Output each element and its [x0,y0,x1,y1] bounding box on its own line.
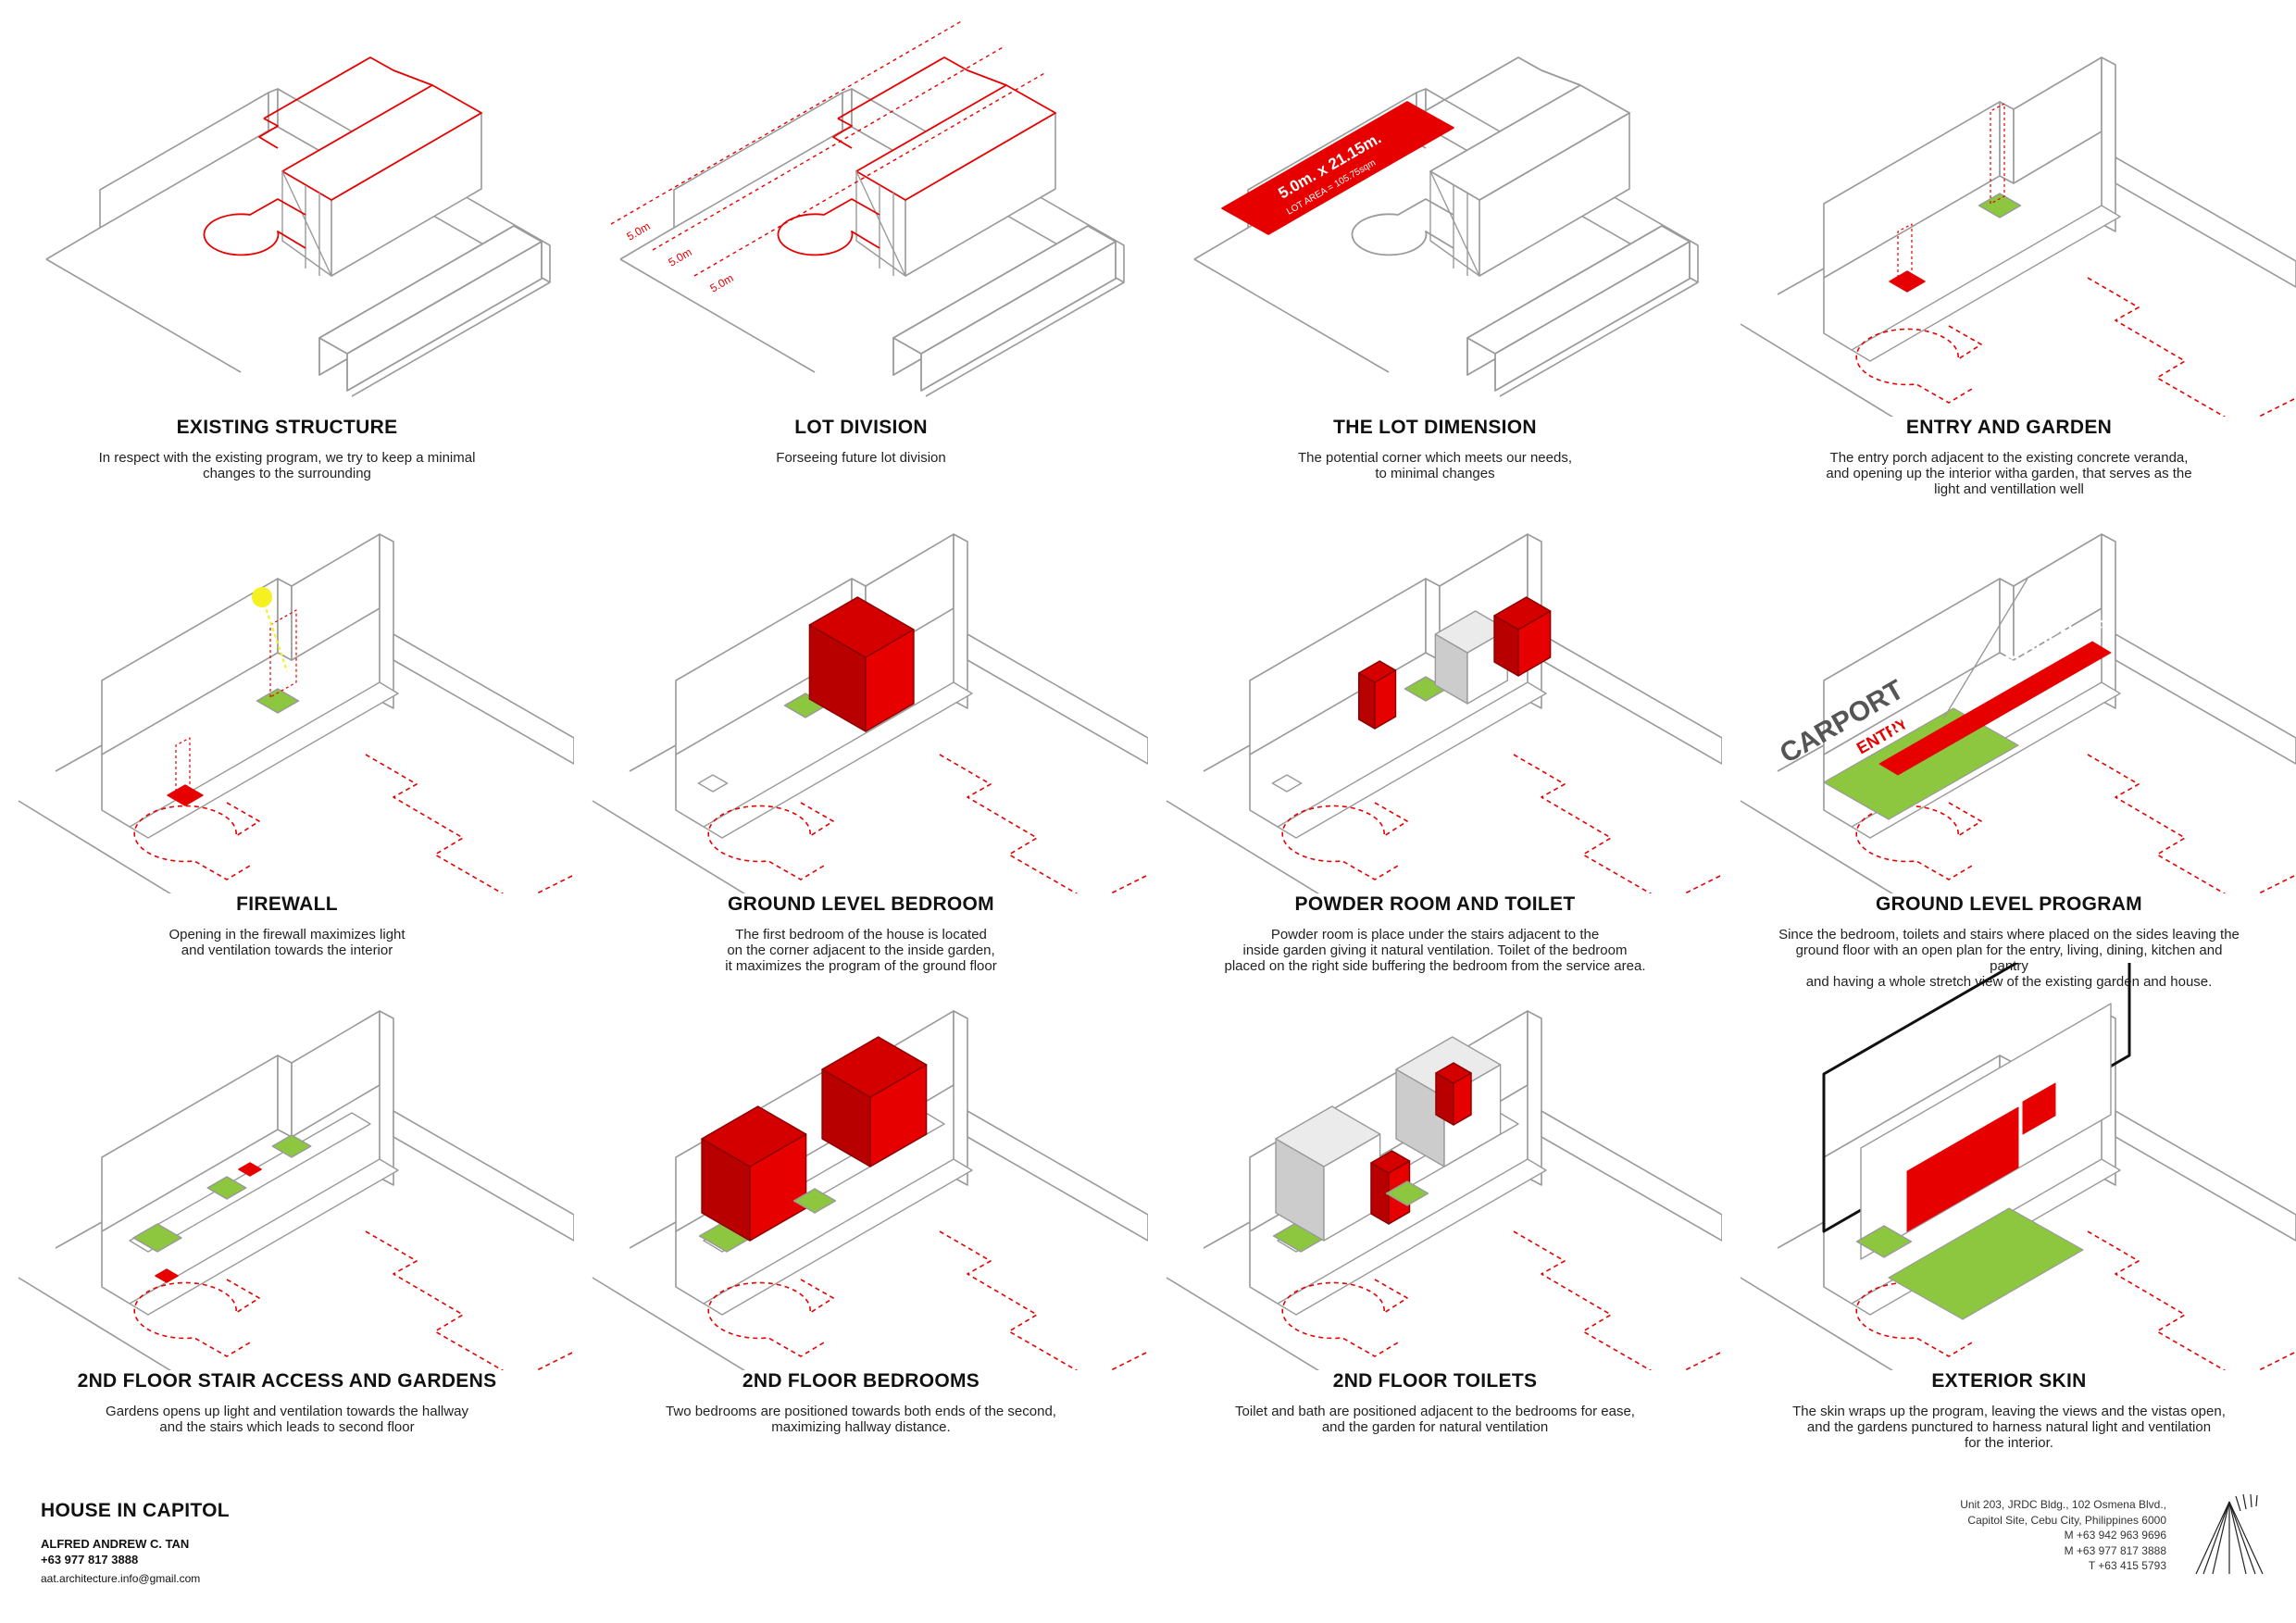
diagram-panel: 2ND FLOOR BEDROOMS Two bedrooms are posit… [574,963,1148,1463]
inside-garden [1978,194,2020,218]
panel-title: GROUND LEVEL BEDROOM [574,893,1148,916]
rear-bedroom-block [822,1037,927,1167]
boundary-wall [100,93,268,228]
axonometric-diagram [0,486,574,893]
diagram-panel: 2ND FLOOR TOILETS Toilet and bath are pos… [1148,963,1722,1463]
diagram-panel: POWDER ROOM AND TOILETPowder room is pla… [1148,486,1722,986]
panel-description: Gardens opens up light and ventilation t… [56,1404,518,1435]
panel-title: EXISTING STRUCTURE [0,417,574,439]
panel-title: GROUND LEVEL PROGRAM [1722,893,2296,916]
author-email: aat.architecture.info@gmail.com [41,1572,596,1585]
panel-description: Forseeing future lot division [630,450,1092,466]
firewall [102,1055,278,1231]
address-line: M +63 977 817 3888 [1778,1543,2166,1559]
panel-description: Toilet and bath are positioned adjacent … [1204,1404,1666,1435]
existing-footprint [366,1231,574,1370]
front-bedroom-block [702,1106,806,1241]
diagram-panel: GROUND LEVEL BEDROOMThe first bedroom of… [574,486,1148,986]
panel-title: LOT DIVISION [574,417,1148,439]
existing-footprint [2088,755,2296,893]
panel-description: The skin wraps up the program, leaving t… [1778,1404,2240,1451]
existing-footprint [2088,1231,2296,1370]
panel-title: THE LOT DIMENSION [1148,417,1722,439]
entry-porch [1890,271,1925,292]
axonometric-diagram [1148,486,1722,893]
axonometric-diagram [1722,963,2296,1370]
firewall [102,579,278,755]
existing-footprint [1514,1231,1722,1370]
panel-description: In respect with the existing program, we… [56,450,518,481]
diagram-panel: FIREWALL Opening in the firewall maximize… [0,486,574,986]
axonometric-diagram: 5.0m 5.0m 5.0m [574,9,1148,417]
axonometric-diagram [0,9,574,417]
panel-description: Opening in the firewall maximizes light … [56,927,518,958]
diagram-panel: 2ND FLOOR STAIR ACCESS AND GARDENS Garden… [0,963,574,1463]
diagram-panel: EXISTING STRUCTURE In respect with the ex… [0,9,574,509]
firewall [1250,579,1426,755]
existing-footprint [366,755,574,893]
axonometric-diagram [574,963,1148,1370]
entry-step [1272,775,1301,792]
division-dimension-label: 5.0m [625,219,653,243]
axonometric-diagram [1722,9,2296,417]
division-dimension-label: 5.0m [708,271,736,294]
author-phone: +63 977 817 3888 [41,1553,596,1567]
diagram-grid: EXISTING STRUCTURE In respect with the ex… [0,0,2296,1500]
firewall [2014,57,2102,183]
studio-logo-icon [2192,1492,2266,1578]
project-info: HOUSE IN CAPITOL ALFRED ANDREW C. TAN +6… [41,1500,596,1585]
diagram-panel: EXTERIOR SKIN The skin wraps up the progr… [1722,963,2296,1463]
panel-description: The potential corner which meets our nee… [1204,450,1666,481]
project-title: HOUSE IN CAPITOL [41,1500,596,1522]
panel-title: 2ND FLOOR STAIR ACCESS AND GARDENS [0,1370,574,1392]
panel-title: POWDER ROOM AND TOILET [1148,893,1722,916]
existing-footprint [2088,278,2296,417]
boundary-wall [674,93,842,228]
office-address: Unit 203, JRDC Bldg., 102 Osmena Blvd., … [1778,1497,2166,1574]
axonometric-diagram [574,486,1148,893]
powder-room-block [1359,661,1396,729]
panel-title: ENTRY AND GARDEN [1722,417,2296,439]
firewall [292,534,380,660]
panel-description: Two bedrooms are positioned towards both… [630,1404,1092,1435]
front-bedroom-outline [1276,1106,1380,1241]
firewall [292,1011,380,1137]
axonometric-diagram: 5.0m. x 21.15m.LOT AREA = 105.75sqm [1148,9,1722,417]
axonometric-diagram [0,963,574,1370]
address-line: M +63 942 963 9696 [1778,1528,2166,1543]
axonometric-diagram [1148,963,1722,1370]
address-line: T +63 415 5793 [1778,1558,2166,1574]
existing-footprint [1514,755,1722,893]
author-name: ALFRED ANDREW C. TAN [41,1537,596,1551]
address-line: Unit 203, JRDC Bldg., 102 Osmena Blvd., [1778,1497,2166,1513]
division-dimension-label: 5.0m [667,245,694,268]
panel-title: EXTERIOR SKIN [1722,1370,2296,1392]
existing-footprint [940,755,1148,893]
rear-toilet-block [1436,1063,1471,1125]
existing-footprint [940,1231,1148,1370]
address-line: Capitol Site, Cebu City, Philippines 600… [1778,1513,2166,1529]
entry-void [176,738,190,792]
panel-title: 2ND FLOOR TOILETS [1148,1370,1722,1392]
entry-step [698,775,727,792]
panel-title: FIREWALL [0,893,574,916]
panel-title: 2ND FLOOR BEDROOMS [574,1370,1148,1392]
